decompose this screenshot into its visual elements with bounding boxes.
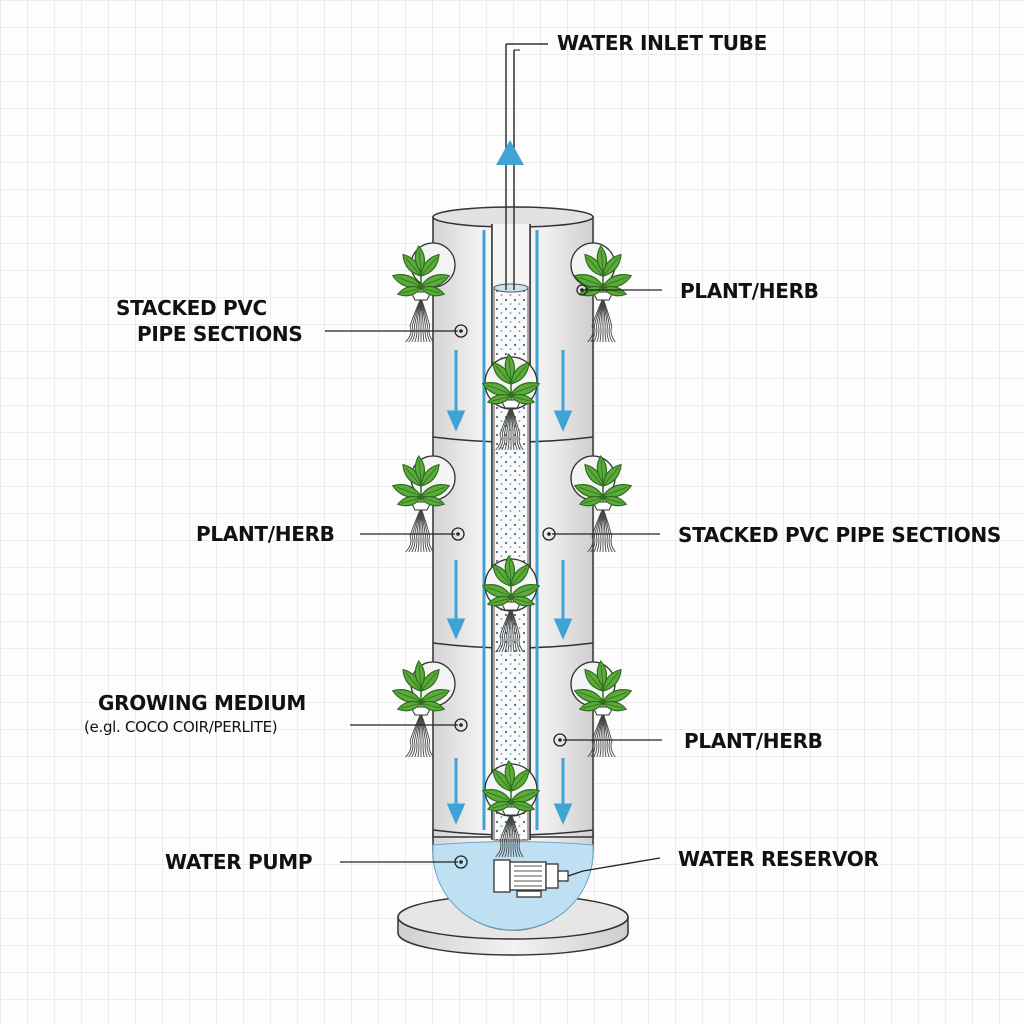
water-inlet-tube bbox=[496, 43, 548, 290]
flow-arrows bbox=[446, 230, 573, 830]
pvc-pipe-tower bbox=[432, 206, 594, 841]
label-stacked-pvc-left-line1: STACKED PVC bbox=[116, 296, 267, 320]
plant-left-1 bbox=[391, 242, 456, 343]
label-stacked-pvc-right: STACKED PVC PIPE SECTIONS bbox=[678, 523, 1002, 547]
plant-left-3 bbox=[391, 660, 456, 758]
plant-center-3 bbox=[481, 760, 541, 858]
plant-center-2 bbox=[481, 555, 541, 653]
label-water-inlet-tube: WATER INLET TUBE bbox=[557, 31, 767, 55]
label-growing-medium-title: GROWING MEDIUM bbox=[98, 691, 306, 715]
label-plant-herb-bottom-right: PLANT/HERB bbox=[684, 729, 823, 753]
label-water-reservoir: WATER RESERVOR bbox=[678, 847, 879, 871]
flow-up-arrow bbox=[496, 140, 524, 165]
label-stacked-pvc-left-line2: PIPE SECTIONS bbox=[137, 322, 303, 346]
leader-lines bbox=[325, 284, 662, 877]
label-water-pump: WATER PUMP bbox=[165, 850, 313, 874]
label-growing-medium-example: (e.gl. COCO COIR/PERLITE) bbox=[84, 718, 278, 736]
plant-right-2 bbox=[570, 455, 633, 553]
label-plant-herb-top-right: PLANT/HERB bbox=[680, 279, 819, 303]
plant-left-2 bbox=[391, 455, 456, 553]
water-pump bbox=[493, 859, 569, 898]
plant-right-3 bbox=[570, 660, 633, 758]
label-plant-herb-mid-left: PLANT/HERB bbox=[196, 522, 335, 546]
plant-center-1 bbox=[481, 353, 541, 451]
label-growing-medium: GROWING MEDIUM bbox=[98, 691, 306, 715]
